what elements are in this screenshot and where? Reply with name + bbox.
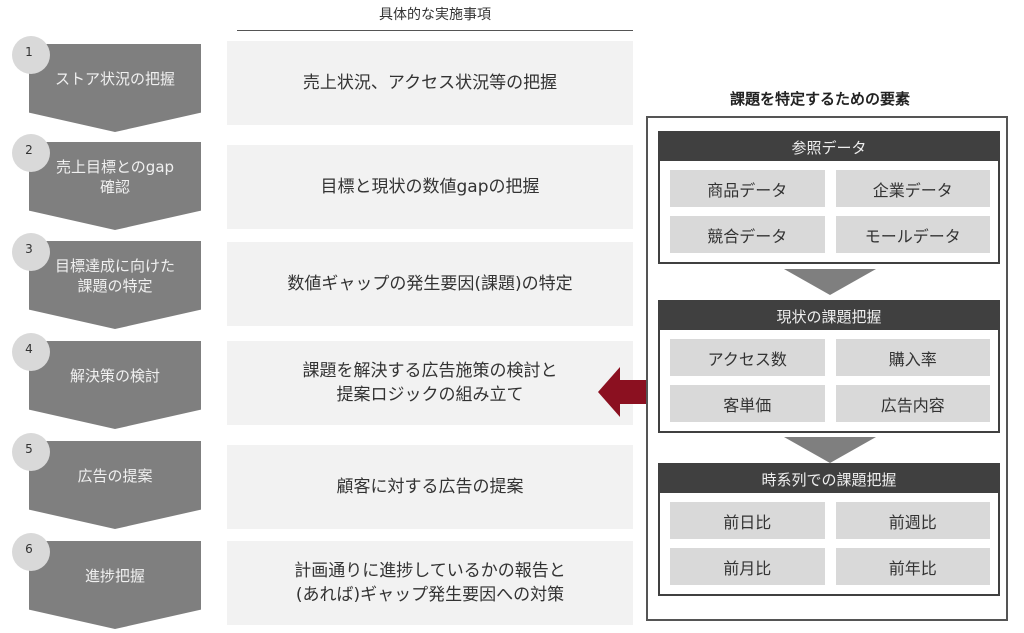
group-header: 現状の課題把握 — [660, 302, 998, 330]
group-time-series-issues: 時系列での課題把握 前日比 前週比 前月比 前年比 — [658, 463, 1000, 596]
element-cell: 競合データ — [670, 216, 825, 253]
step-6: 進捗把握 6 — [12, 533, 212, 629]
action-box-3: 数値ギャップの発生要因(課題)の特定 — [227, 242, 633, 326]
group-header: 参照データ — [660, 133, 998, 161]
step-number-badge: 5 — [12, 433, 50, 471]
chevron-arrow-shape — [29, 241, 201, 329]
step-number-badge: 4 — [12, 333, 50, 371]
element-cell: アクセス数 — [670, 339, 825, 376]
step-label: 広告の提案 — [77, 467, 153, 485]
step-label: 進捗把握 — [84, 567, 145, 585]
element-cell: 前週比 — [835, 502, 990, 539]
chevron-arrow-shape — [29, 541, 201, 629]
group-header: 時系列での課題把握 — [660, 465, 998, 493]
step-label: 目標達成に向けた 課題の特定 — [54, 257, 175, 295]
element-cell: 企業データ — [835, 170, 990, 207]
chevron-arrow-shape — [29, 44, 201, 132]
element-cell: モールデータ — [835, 216, 990, 253]
chevron-arrow-shape — [29, 142, 201, 230]
step-number-badge: 6 — [12, 533, 50, 571]
step-label: 売上目標とのgap 確認 — [55, 158, 175, 196]
group-reference-data: 参照データ 商品データ 企業データ 競合データ モールデータ — [658, 131, 1000, 264]
step-5: 広告の提案 5 — [12, 433, 212, 529]
element-cell: 商品データ — [670, 170, 825, 207]
left-arrow-icon — [598, 367, 646, 417]
step-3: 目標達成に向けた 課題の特定 3 — [12, 233, 212, 329]
action-box-2: 目標と現状の数値gapの把握 — [227, 145, 633, 229]
element-cell: 前月比 — [670, 548, 825, 585]
action-box-4: 課題を解決する広告施策の検討と 提案ロジックの組み立て — [227, 341, 633, 425]
step-number-badge: 2 — [12, 134, 50, 172]
step-number-badge: 1 — [12, 36, 50, 74]
column-header: 具体的な実施事項 — [237, 4, 633, 31]
chevron-arrow-shape — [29, 341, 201, 429]
element-cell: 前年比 — [835, 548, 990, 585]
element-cell: 前日比 — [670, 502, 825, 539]
step-number-badge: 3 — [12, 233, 50, 271]
element-cell: 広告内容 — [835, 385, 990, 422]
action-box-5: 顧客に対する広告の提案 — [227, 445, 633, 529]
step-4: 解決策の検討 4 — [12, 333, 212, 429]
element-cell: 購入率 — [835, 339, 990, 376]
step-2: 売上目標とのgap 確認 2 — [12, 134, 212, 230]
step-1: ストア状況の把握 1 — [12, 36, 212, 132]
action-box-1: 売上状況、アクセス状況等の把握 — [227, 41, 633, 125]
step-label: 解決策の検討 — [69, 367, 160, 385]
group-current-issues: 現状の課題把握 アクセス数 購入率 客単価 広告内容 — [658, 300, 1000, 433]
element-cell: 客単価 — [670, 385, 825, 422]
action-box-6: 計画通りに進捗しているかの報告と (あれば)ギャップ発生要因への対策 — [227, 541, 633, 625]
chevron-arrow-shape — [29, 441, 201, 529]
panel-title: 課題を特定するための要素 — [729, 90, 910, 108]
step-label: ストア状況の把握 — [54, 70, 175, 88]
